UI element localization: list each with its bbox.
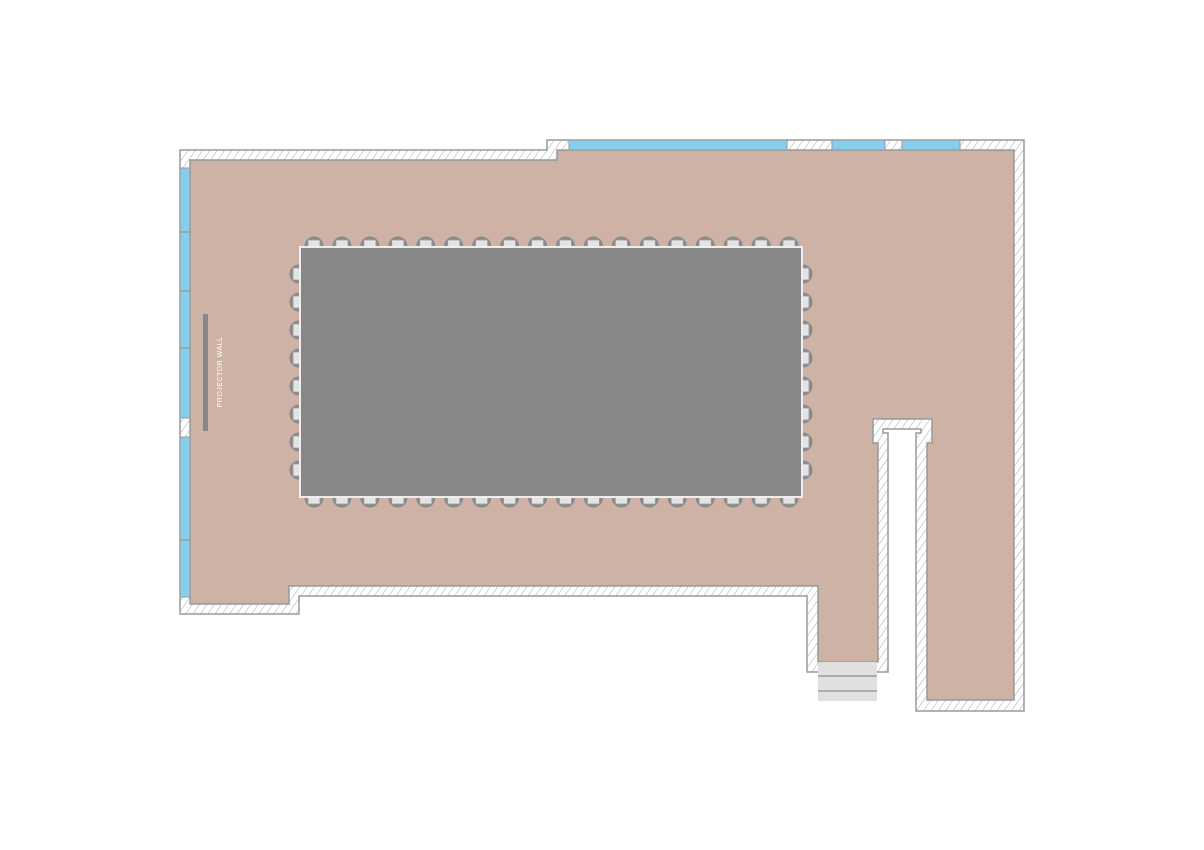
window bbox=[179, 167, 191, 419]
projector-wall-bar bbox=[203, 314, 208, 431]
window bbox=[179, 436, 191, 598]
stairs bbox=[818, 662, 877, 701]
windows bbox=[179, 139, 961, 598]
conference-table bbox=[299, 246, 803, 498]
window bbox=[568, 139, 788, 151]
window bbox=[831, 139, 886, 151]
chairs bbox=[289, 236, 813, 508]
projector-wall-label: PROJECTOR WALL bbox=[217, 337, 224, 408]
window bbox=[901, 139, 961, 151]
